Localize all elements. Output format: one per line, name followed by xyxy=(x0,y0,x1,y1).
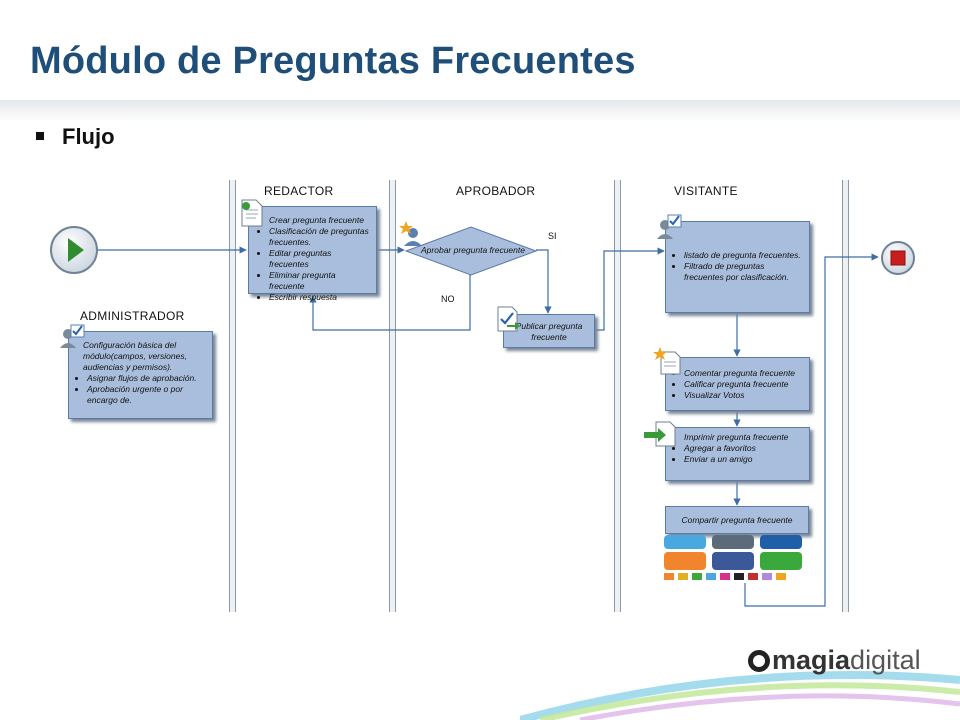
decorative-swoosh xyxy=(520,671,960,720)
magia-digital-logo: magiadigital xyxy=(748,645,921,676)
end-event-icon xyxy=(881,241,915,275)
redactor-task-item: Clasificación de preguntas frecuentes. xyxy=(269,226,372,248)
visitor-interact-task-item: Calificar pregunta frecuente xyxy=(684,379,803,390)
decision-gateway xyxy=(404,226,538,276)
slide-title: Módulo de Preguntas Frecuentes xyxy=(30,40,636,82)
admin-task-list: Configuración básica del módulo(campos, … xyxy=(75,340,206,406)
logo-mark-icon xyxy=(748,650,770,672)
document-check-icon xyxy=(497,306,520,332)
lane-header-administrador: ADMINISTRADOR xyxy=(80,309,185,323)
redactor-task-box: Crear pregunta frecuente Clasificación d… xyxy=(248,206,377,302)
visitor-list-task-item: listado de pregunta frecuentes. xyxy=(684,250,803,261)
share-task-box: Compartir pregunta frecuente xyxy=(665,506,809,534)
visitor-list-task-list: listado de pregunta frecuentes. Filtrado… xyxy=(672,250,803,283)
redactor-task-item: Eliminar pregunta frecuente xyxy=(269,270,372,292)
visitor-actions-task-list: Imprimir pregunta frecuente Agregar a fa… xyxy=(672,432,803,465)
document-edit-icon xyxy=(241,199,263,227)
lane-header-redactor: REDACTOR xyxy=(264,184,334,198)
redactor-task-item: Editar preguntas frecuentes xyxy=(269,248,372,270)
user-star-icon xyxy=(399,221,422,246)
decision-no-label: NO xyxy=(441,294,455,304)
admin-task-item: Aprobación urgente o por encargo de. xyxy=(87,384,206,406)
document-arrow-icon xyxy=(644,421,676,447)
connector-decision-no xyxy=(309,275,471,331)
redactor-task-list: Crear pregunta frecuente Clasificación d… xyxy=(257,215,372,303)
redactor-task-item: Crear pregunta frecuente xyxy=(269,215,372,226)
visitor-actions-task-item: Enviar a un amigo xyxy=(684,454,803,465)
document-star-icon xyxy=(653,347,681,375)
admin-task-item: Asignar flujos de aprobación. xyxy=(87,373,206,384)
visitor-actions-task-box: Imprimir pregunta frecuente Agregar a fa… xyxy=(665,427,810,481)
decision-yes-label: SI xyxy=(548,231,557,241)
publish-task-text: Publicar pregunta frecuente xyxy=(515,321,583,342)
lane-header-visitante: VISITANTE xyxy=(674,184,738,198)
lane-separator xyxy=(842,180,849,612)
lane-separator xyxy=(389,180,396,612)
user-check-icon xyxy=(60,324,85,348)
square-bullet-icon xyxy=(36,132,44,141)
bullet-text: Flujo xyxy=(62,124,115,149)
visitor-actions-task-item: Imprimir pregunta frecuente xyxy=(684,432,803,443)
visitor-actions-task-item: Agregar a favoritos xyxy=(684,443,803,454)
visitor-interact-task-item: Comentar pregunta frecuente xyxy=(684,368,803,379)
lane-separator xyxy=(614,180,621,612)
visitor-list-task-item: Filtrado de preguntas frecuentes por cla… xyxy=(684,261,803,283)
bullet-item: Flujo xyxy=(36,124,115,150)
start-event-icon xyxy=(50,226,98,274)
visitor-interact-task-box: Comentar pregunta frecuente Calificar pr… xyxy=(665,357,810,411)
redactor-task-item: Escribir respuesta xyxy=(269,292,372,303)
admin-task-box: Configuración básica del módulo(campos, … xyxy=(68,331,213,419)
user-check-icon xyxy=(657,214,682,239)
visitor-list-task-box: listado de pregunta frecuentes. Filtrado… xyxy=(665,221,810,313)
title-underline-shadow xyxy=(0,100,960,122)
lane-header-aprobador: APROBADOR xyxy=(456,184,536,198)
visitor-interact-task-item: Visualizar Votos xyxy=(684,390,803,401)
visitor-interact-task-list: Comentar pregunta frecuente Calificar pr… xyxy=(672,368,803,401)
logo-prefix: magia xyxy=(772,645,851,675)
connector-publish-to-visitor xyxy=(595,247,665,331)
admin-task-item: Configuración básica del módulo(campos, … xyxy=(83,340,187,372)
social-share-icon xyxy=(664,535,802,580)
connector-share-to-end xyxy=(744,253,879,607)
connector-decision-yes xyxy=(536,249,552,314)
lane-separator xyxy=(229,180,236,612)
decision-label: Aprobar pregunta frecuente xyxy=(421,245,525,255)
logo-suffix: digital xyxy=(850,645,921,675)
share-task-text: Compartir pregunta frecuente xyxy=(681,515,793,525)
